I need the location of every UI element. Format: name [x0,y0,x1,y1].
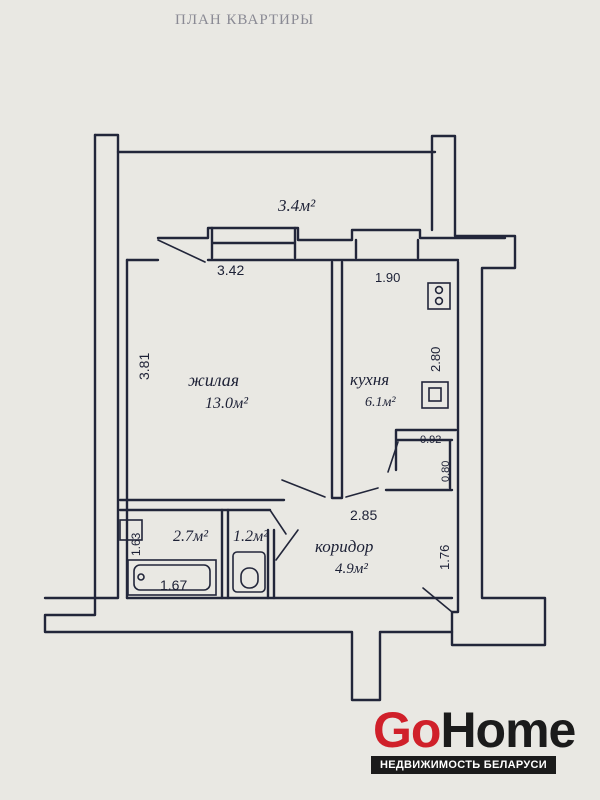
dim-living-depth: 3.81 [136,353,152,380]
wall-left-outer [43,133,547,702]
logo-wordmark: GoHome [373,700,576,760]
wall-left-inner [43,150,120,600]
fixtures [119,282,451,596]
dim-bath-depth: 1.63 [129,532,143,556]
door-entry [422,587,453,613]
logo-home: Home [440,702,576,758]
dim-closet-width: 0.92 [420,434,441,446]
dim-kitchen-width: 1.90 [375,270,400,285]
room-labels: 3.4м² жилая 13.0м² кухня 6.1м² коридор 4… [173,196,396,577]
kitchen-area: 6.1м² [365,395,396,410]
bathtub-drain-icon [137,573,145,581]
dim-kitchen-depth: 2.80 [428,347,443,372]
bathtub-icon [127,559,217,596]
balcony-area: 3.4м² [277,196,316,215]
wall-balcony-top [93,133,437,154]
toilet-area: 1.2м² [233,528,269,545]
window-living [210,226,297,260]
door-living [281,479,326,498]
stove-icon [427,282,451,310]
logo-go: Go [373,702,441,758]
wall-bath-top [118,498,286,512]
dim-bath-width: 1.67 [160,577,187,593]
plan-title: ПЛАН КВАРТИРЫ [175,12,315,28]
stove-burner-icon [434,296,444,306]
wall-facade-outer [156,226,507,242]
toilet-icon [232,551,266,593]
kitchen-sink-icon [421,381,449,409]
dimension-labels: 3.42 1.90 3.81 2.80 0.92 0.80 2.85 1.76 … [129,262,452,593]
gohome-logo: GoHome НЕДВИЖИМОСТЬ БЕЛАРУСИ [365,700,600,800]
dim-living-width: 3.42 [217,262,244,278]
doors [269,441,453,613]
stove-burner-icon [434,285,444,295]
living-room-area: 13.0м² [205,395,249,412]
dim-corridor-depth: 1.76 [437,545,452,570]
door-toilet [275,529,299,561]
wall-toilet-right [266,528,276,600]
toilet-seat-icon [240,567,259,589]
logo-tagline: НЕДВИЖИМОСТЬ БЕЛАРУСИ [371,756,556,774]
balcony-door-leaf [157,239,206,263]
kitchen-sink-bowl-icon [428,387,442,402]
door-kitchen [345,487,379,498]
walls [43,133,547,702]
door-closet [387,441,399,473]
bathtub-inner-icon [133,564,211,591]
wall-bath-toilet [220,508,230,600]
wall-living-kitchen [330,260,344,500]
window-kitchen [354,238,420,260]
dim-closet-depth: 0.80 [440,461,452,482]
wall-right-inner [450,260,460,634]
door-bath [269,509,287,535]
dim-corridor-width: 2.85 [350,507,377,523]
bath-sink-icon [119,519,143,541]
corridor-name: коридор [315,537,373,556]
bathroom-area: 2.7м² [173,528,209,545]
corridor-area: 4.9м² [335,561,368,577]
kitchen-name: кухня [350,370,389,389]
living-room-name: жилая [188,370,239,390]
